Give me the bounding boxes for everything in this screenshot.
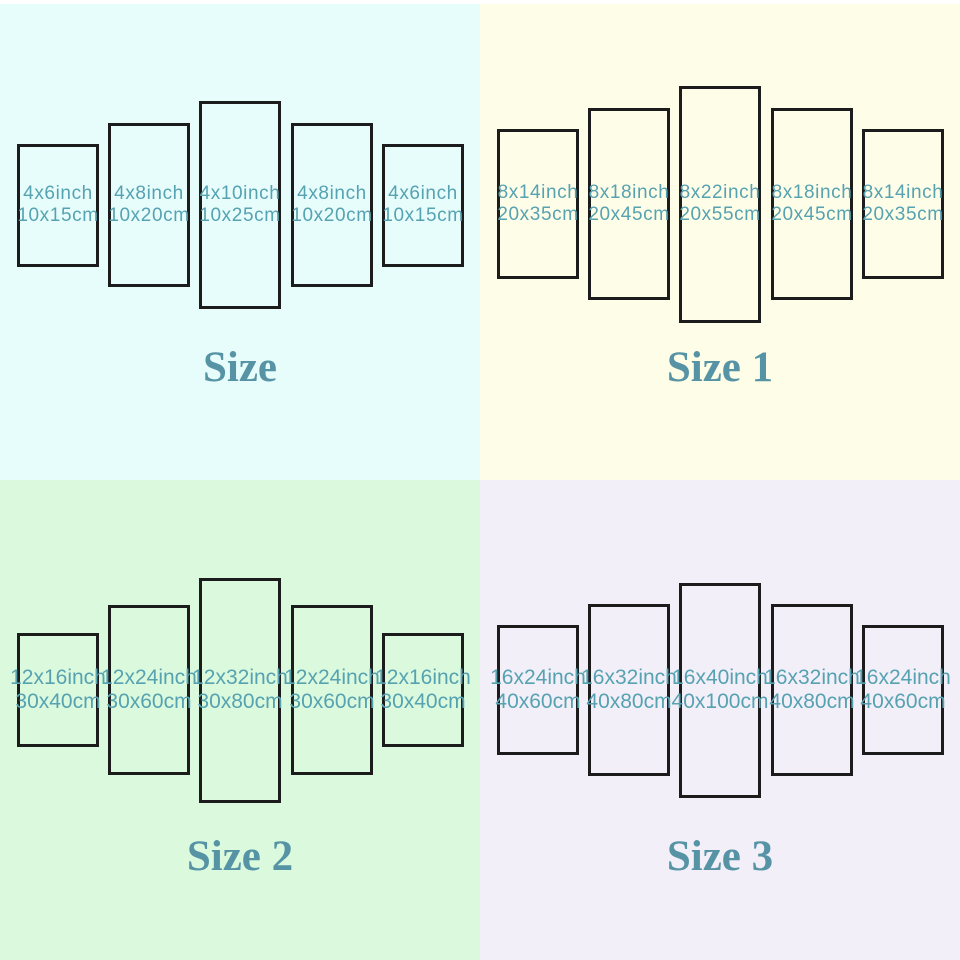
panel-size-cm: 20x35cm bbox=[497, 204, 579, 225]
panel-size-inch: 16x24inch bbox=[855, 666, 951, 689]
quadrant-title: Size 3 bbox=[666, 833, 774, 880]
panel-size-inch: 12x16inch bbox=[10, 666, 106, 689]
panel-size-inch: 8x14inch bbox=[862, 182, 944, 203]
quadrant-title: Size 1 bbox=[666, 344, 774, 391]
panel-size-cm: 20x35cm bbox=[862, 204, 944, 225]
panel-size-cm: 10x20cm bbox=[108, 205, 190, 226]
panel-size-cm: 10x15cm bbox=[17, 205, 99, 226]
panel-size-cm: 20x55cm bbox=[679, 204, 761, 225]
panel-size-inch: 12x32inch bbox=[192, 666, 288, 689]
panel-size-cm: 40x80cm bbox=[586, 690, 672, 713]
panel-size-inch: 4x10inch bbox=[199, 183, 281, 204]
panel-size-inch: 4x6inch bbox=[23, 183, 93, 204]
panel-size-inch: 16x32inch bbox=[764, 666, 860, 689]
panel-size-inch: 4x8inch bbox=[114, 183, 184, 204]
panel-size-inch: 8x18inch bbox=[588, 182, 670, 203]
panel-size-inch: 8x22inch bbox=[679, 182, 761, 203]
panel-size-cm: 40x60cm bbox=[495, 690, 581, 713]
panel-size-cm: 30x60cm bbox=[289, 690, 375, 713]
panel-size-inch: 16x24inch bbox=[490, 666, 586, 689]
panel-size-cm: 30x80cm bbox=[197, 690, 283, 713]
panel-size-inch: 4x8inch bbox=[297, 183, 367, 204]
panel-size-cm: 40x100cm bbox=[671, 690, 769, 713]
panel-size-cm: 30x40cm bbox=[15, 690, 101, 713]
panel-size-cm: 30x60cm bbox=[106, 690, 192, 713]
panel-size-cm: 40x60cm bbox=[860, 690, 946, 713]
panel-size-cm: 40x80cm bbox=[769, 690, 855, 713]
quadrant-title: Size 2 bbox=[186, 833, 294, 880]
panel-size-cm: 10x20cm bbox=[291, 205, 373, 226]
panel-size-inch: 16x40inch bbox=[672, 666, 768, 689]
panel-size-cm: 20x45cm bbox=[771, 204, 853, 225]
panel-size-inch: 12x16inch bbox=[375, 666, 471, 689]
panel-size-cm: 10x15cm bbox=[382, 205, 464, 226]
panel-size-inch: 8x18inch bbox=[771, 182, 853, 203]
panel-size-inch: 4x6inch bbox=[388, 183, 458, 204]
panel-size-cm: 20x45cm bbox=[588, 204, 670, 225]
panel-size-cm: 30x40cm bbox=[380, 690, 466, 713]
quadrant-title: Size bbox=[202, 344, 278, 391]
panel-size-inch: 8x14inch bbox=[497, 182, 579, 203]
panel-size-inch: 16x32inch bbox=[581, 666, 677, 689]
panel-size-inch: 12x24inch bbox=[284, 666, 380, 689]
panel-size-cm: 10x25cm bbox=[199, 205, 281, 226]
top-border-strip bbox=[0, 0, 960, 4]
panel-size-inch: 12x24inch bbox=[101, 666, 197, 689]
